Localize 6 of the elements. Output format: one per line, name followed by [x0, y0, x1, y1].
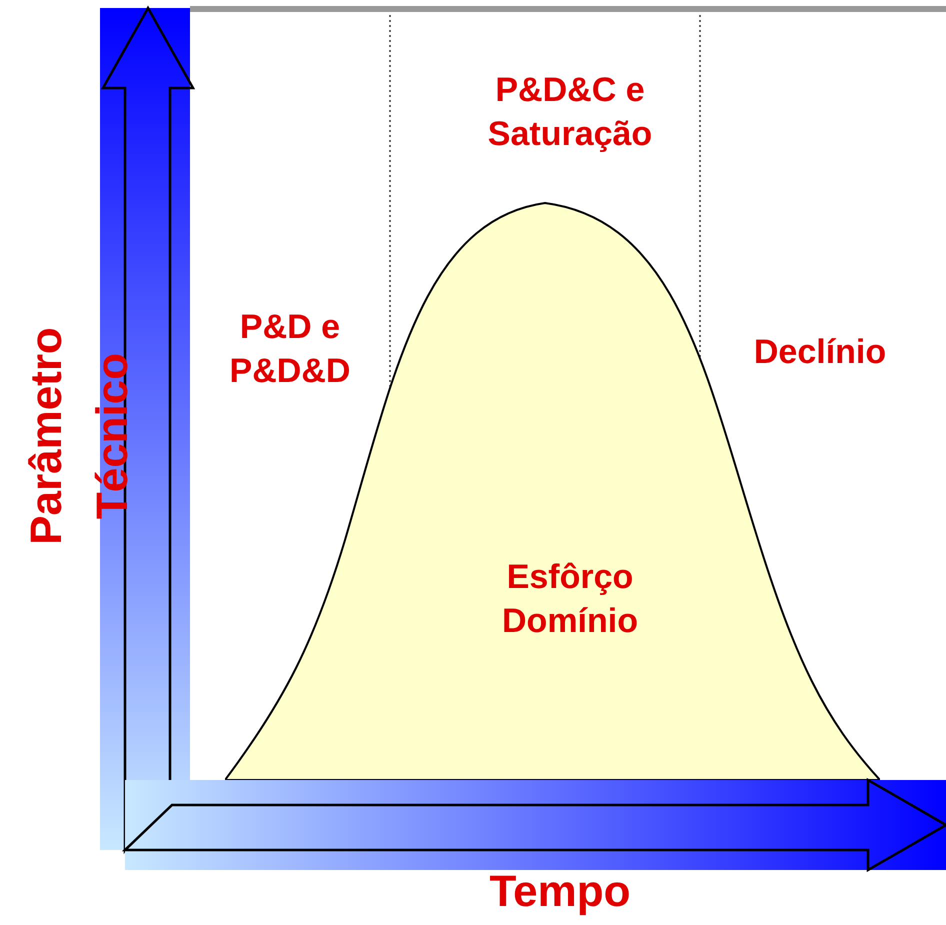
axis-title: Tempo [488, 870, 632, 914]
phase-label: P&D e P&D&D [228, 307, 352, 392]
axis-title: Parâmetro Técnico [21, 326, 138, 547]
phase-label: P&D&C e Saturação [486, 70, 654, 155]
curve-label: Esfôrço Domínio [501, 557, 639, 642]
phase-label: Declínio [752, 332, 888, 373]
